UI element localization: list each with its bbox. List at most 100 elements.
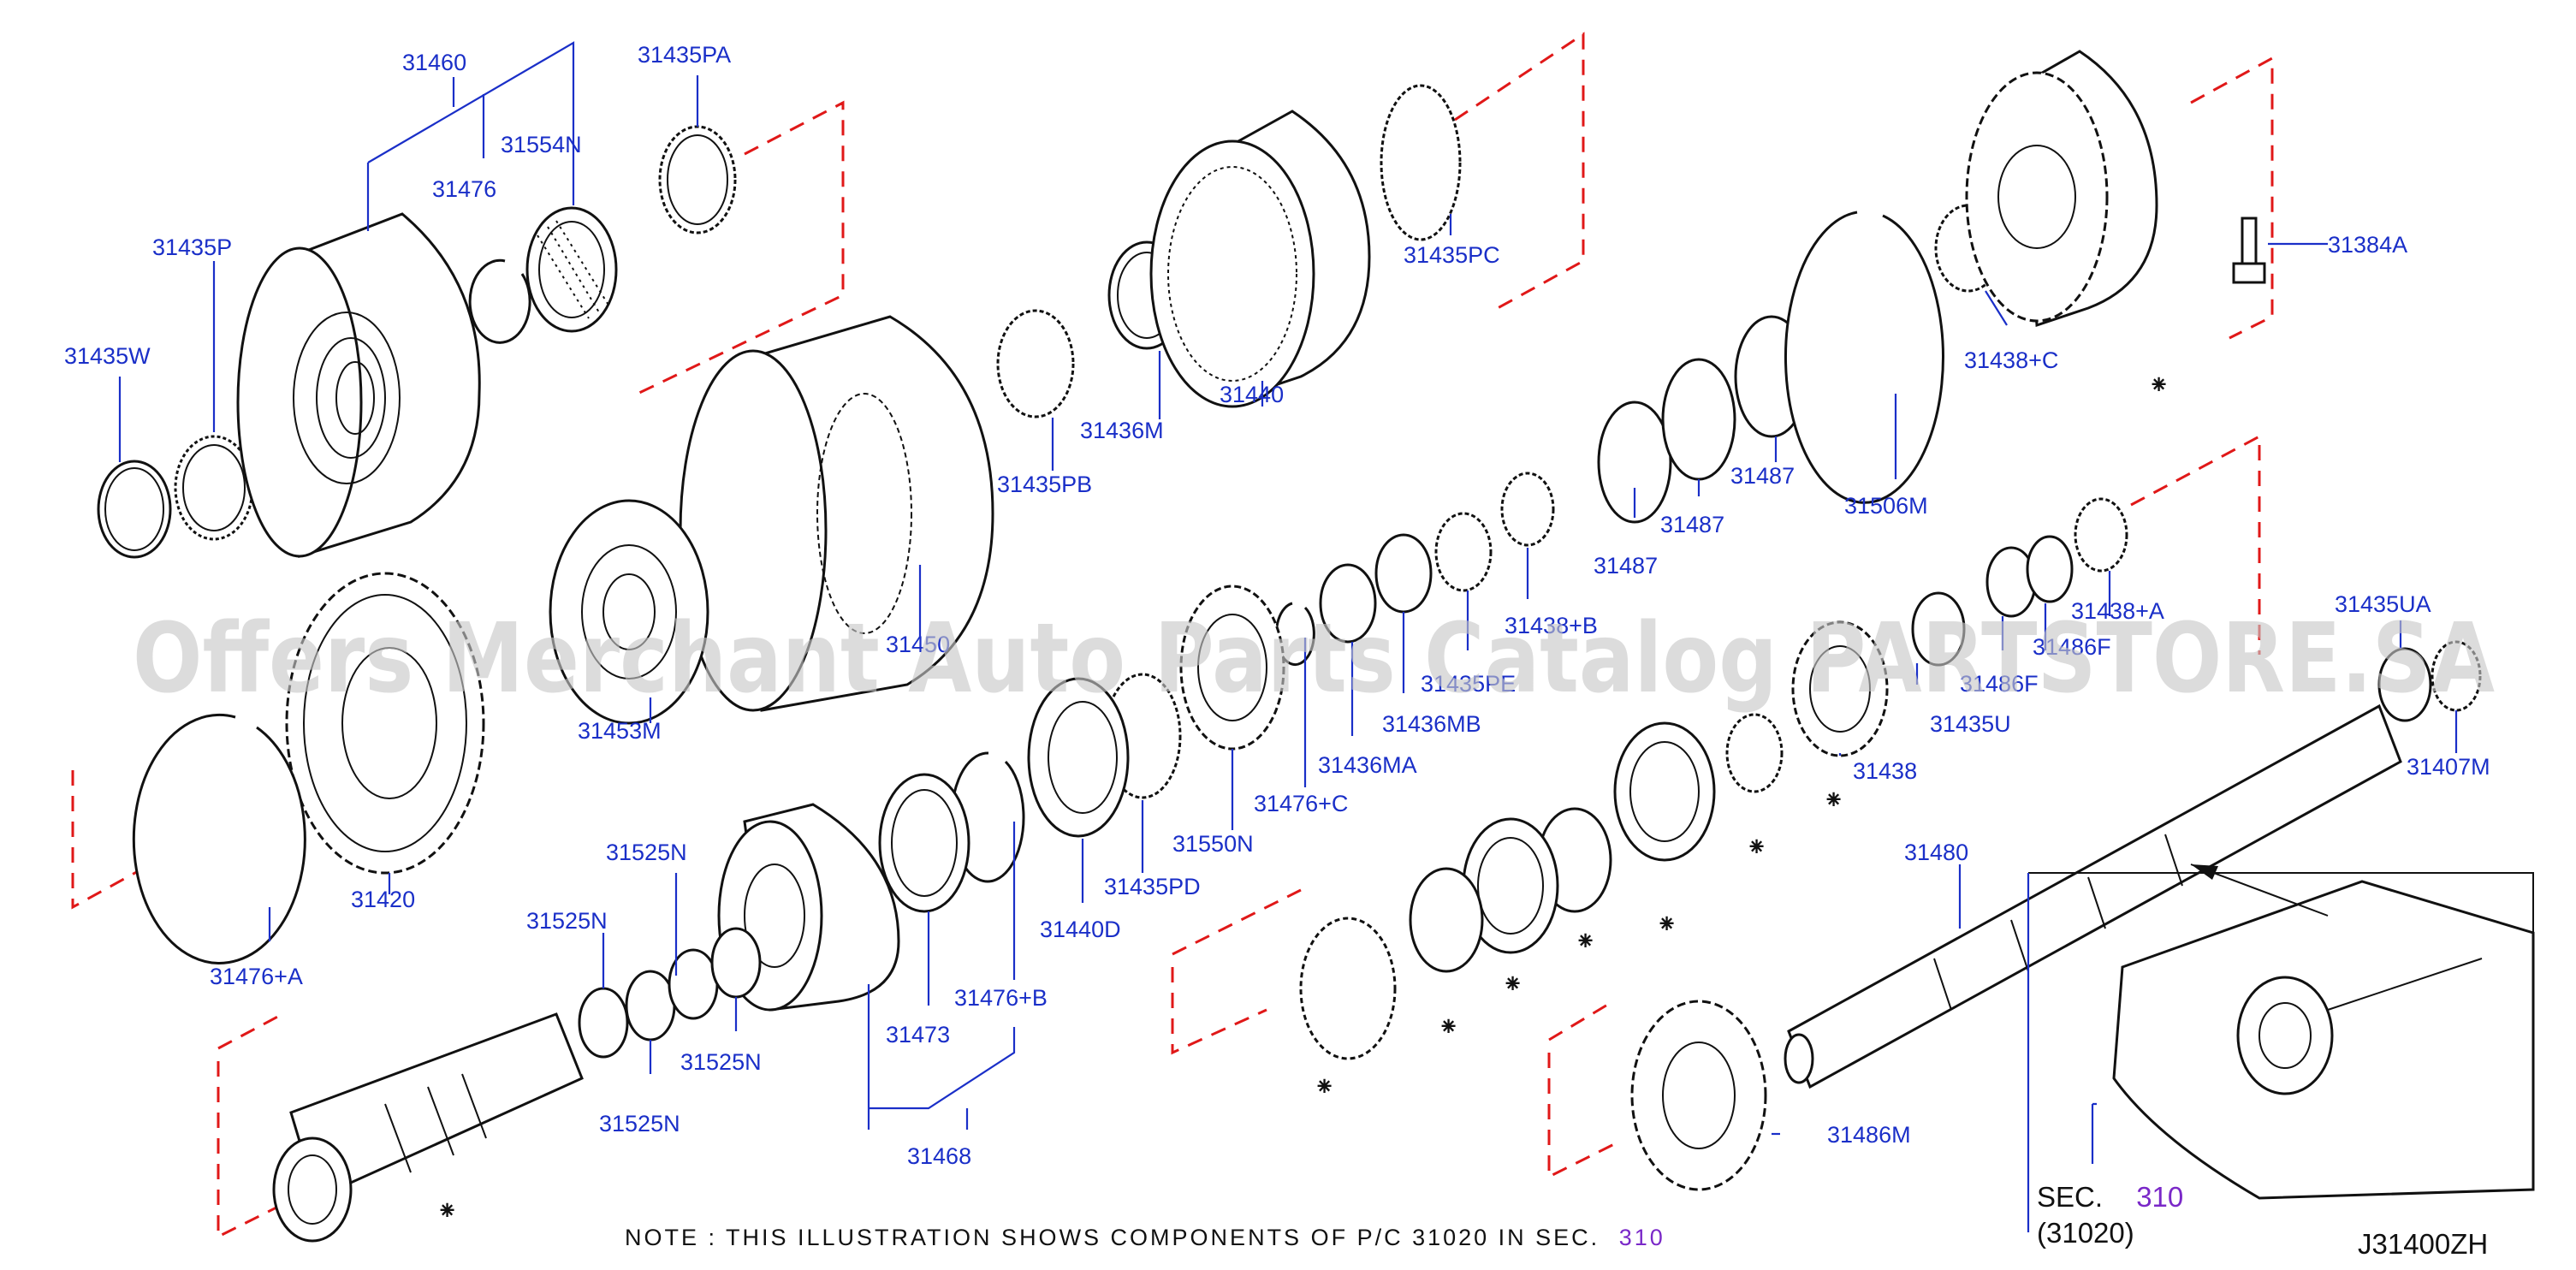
ring-31435u[interactable] — [1911, 591, 1966, 667]
ring-31436mb[interactable] — [1374, 533, 1433, 614]
label-31435w[interactable]: 31435W — [64, 343, 151, 369]
note-section-link[interactable]: 310 — [1619, 1225, 1665, 1250]
label-31476b[interactable]: 31476+B — [954, 985, 1048, 1011]
inset-sec-link[interactable]: 310 — [2136, 1181, 2183, 1213]
label-31476a[interactable]: 31476+A — [210, 964, 303, 989]
ring-31435pe[interactable] — [1434, 512, 1493, 592]
illustration-note: NOTE : THIS ILLUSTRATION SHOWS COMPONENT… — [625, 1225, 1665, 1250]
ring-31486f-2[interactable] — [2026, 535, 2074, 603]
label-31420[interactable]: 31420 — [351, 887, 415, 912]
label-31480[interactable]: 31480 — [1904, 840, 1968, 865]
svg-text:⁕: ⁕ — [1438, 1012, 1459, 1042]
ring-31435pa[interactable] — [658, 125, 737, 234]
needle-bearing-31554n[interactable] — [525, 206, 618, 333]
transmission-inset — [2028, 863, 2535, 1200]
clutch-drum-top-right[interactable] — [1965, 50, 2158, 328]
label-31487-a[interactable]: 31487 — [1594, 553, 1658, 579]
ring-mid-a[interactable] — [1725, 713, 1784, 793]
label-31436m[interactable]: 31436M — [1080, 418, 1164, 443]
ring-31407m[interactable] — [2431, 640, 2482, 712]
label-31438b[interactable]: 31438+B — [1505, 613, 1598, 638]
label-31453m[interactable]: 31453M — [578, 718, 662, 744]
washer-mid-f[interactable] — [1299, 917, 1397, 1060]
label-31435p[interactable]: 31435P — [152, 234, 232, 260]
output-shaft-31480[interactable] — [1784, 703, 2402, 1089]
label-31436mb[interactable]: 31436MB — [1382, 711, 1481, 737]
snap-ring-31506m[interactable] — [1784, 211, 1944, 504]
ring-31436ma[interactable] — [1319, 563, 1377, 644]
label-31487-b[interactable]: 31487 — [1660, 512, 1724, 537]
label-31486f-lower[interactable]: 31486F — [1960, 671, 2039, 697]
label-31450[interactable]: 31450 — [886, 632, 950, 657]
label-31473[interactable]: 31473 — [886, 1022, 950, 1047]
label-31440[interactable]: 31440 — [1220, 382, 1284, 407]
seal-ring-31525n-d[interactable] — [710, 927, 762, 999]
label-31384a[interactable]: 31384A — [2328, 232, 2407, 258]
ring-31435pc[interactable] — [1380, 84, 1462, 241]
gear-31486m[interactable] — [1630, 1000, 1767, 1191]
clutch-hub-31440[interactable] — [1149, 110, 1371, 408]
label-31486f-upper[interactable]: 31486F — [2033, 634, 2111, 660]
label-31438[interactable]: 31438 — [1853, 758, 1917, 784]
label-31525n-b[interactable]: 31525N — [526, 908, 608, 934]
inset-pc-label: (31020) — [2037, 1217, 2134, 1249]
label-31525n-c[interactable]: 31525N — [680, 1049, 762, 1075]
leader-lines — [118, 41, 2458, 1232]
label-31435pd[interactable]: 31435PD — [1104, 874, 1201, 899]
label-31525n-a[interactable]: 31525N — [606, 840, 687, 865]
label-31554n[interactable]: 31554N — [501, 132, 582, 157]
label-31506m[interactable]: 31506M — [1844, 493, 1928, 519]
ring-31438b[interactable] — [1500, 472, 1555, 547]
ring-31435w[interactable] — [97, 460, 172, 559]
label-31435pb[interactable]: 31435PB — [997, 472, 1092, 497]
svg-text:⁕: ⁕ — [1746, 833, 1767, 863]
svg-text:⁕: ⁕ — [1314, 1072, 1335, 1102]
seal-ring-31487-b[interactable] — [1661, 358, 1736, 481]
needle-bearing-31473[interactable] — [878, 773, 970, 913]
seal-ring-31525n-a[interactable] — [578, 987, 629, 1059]
piston-31440d[interactable] — [1027, 677, 1130, 838]
label-31460[interactable]: 31460 — [402, 50, 466, 75]
ring-31435pb[interactable] — [996, 309, 1075, 418]
label-31487-c[interactable]: 31487 — [1730, 463, 1795, 489]
note-text: NOTE : THIS ILLUSTRATION SHOWS COMPONENT… — [625, 1225, 1600, 1250]
asterisk-markers: ⁕ ⁕ ⁕ ⁕ ⁕ ⁕ ⁕ ⁕ ⁕ — [436, 371, 2169, 1226]
ring-mid-e[interactable] — [1409, 867, 1484, 973]
planet-carrier-31453m[interactable] — [549, 499, 709, 725]
ring-31435ua[interactable] — [2377, 647, 2432, 722]
label-31436ma[interactable]: 31436MA — [1318, 752, 1417, 778]
bolt-31384a[interactable] — [2232, 217, 2266, 284]
phantom-line-mid-right — [2130, 434, 2261, 655]
parts — [97, 50, 2535, 1243]
svg-text:⁕: ⁕ — [2148, 371, 2169, 401]
label-31435pa[interactable]: 31435PA — [638, 42, 731, 68]
svg-text:⁕: ⁕ — [1575, 927, 1596, 957]
seal-ring-31525n-b[interactable] — [625, 970, 676, 1042]
snap-ring-31476[interactable] — [468, 258, 531, 344]
label-31476c[interactable]: 31476+C — [1254, 791, 1348, 816]
label-31486m[interactable]: 31486M — [1827, 1122, 1911, 1148]
label-31435ua[interactable]: 31435UA — [2335, 591, 2431, 617]
phantom-line-top-right — [2190, 56, 2274, 340]
label-31435u[interactable]: 31435U — [1930, 711, 2011, 737]
svg-text:⁕: ⁕ — [1656, 910, 1677, 940]
snap-ring-31476a[interactable] — [132, 713, 306, 964]
label-31435pe[interactable]: 31435PE — [1421, 671, 1516, 697]
label-31407m[interactable]: 31407M — [2407, 754, 2490, 780]
phantom-line-bottom-right — [1547, 1000, 1618, 1179]
input-shaft[interactable] — [272, 1012, 584, 1243]
label-31468[interactable]: 31468 — [907, 1143, 971, 1169]
watermark: Offers Merchant Auto Parts Catalog PARTS… — [133, 603, 2495, 715]
label-31438c[interactable]: 31438+C — [1964, 347, 2058, 373]
label-31476[interactable]: 31476 — [432, 176, 496, 202]
label-31440d[interactable]: 31440D — [1040, 917, 1121, 942]
label-31525n-d[interactable]: 31525N — [599, 1111, 680, 1136]
bearing-31438[interactable] — [1791, 620, 1889, 757]
label-31550n[interactable]: 31550N — [1172, 831, 1254, 857]
ring-31438a[interactable] — [2074, 497, 2128, 573]
label-31435pc[interactable]: 31435PC — [1404, 242, 1500, 268]
ring-gear-31420[interactable] — [285, 572, 485, 875]
label-31438a[interactable]: 31438+A — [2071, 598, 2164, 624]
phantom-line-top-left — [637, 100, 845, 395]
seal-ring-31487-a[interactable] — [1597, 401, 1672, 524]
